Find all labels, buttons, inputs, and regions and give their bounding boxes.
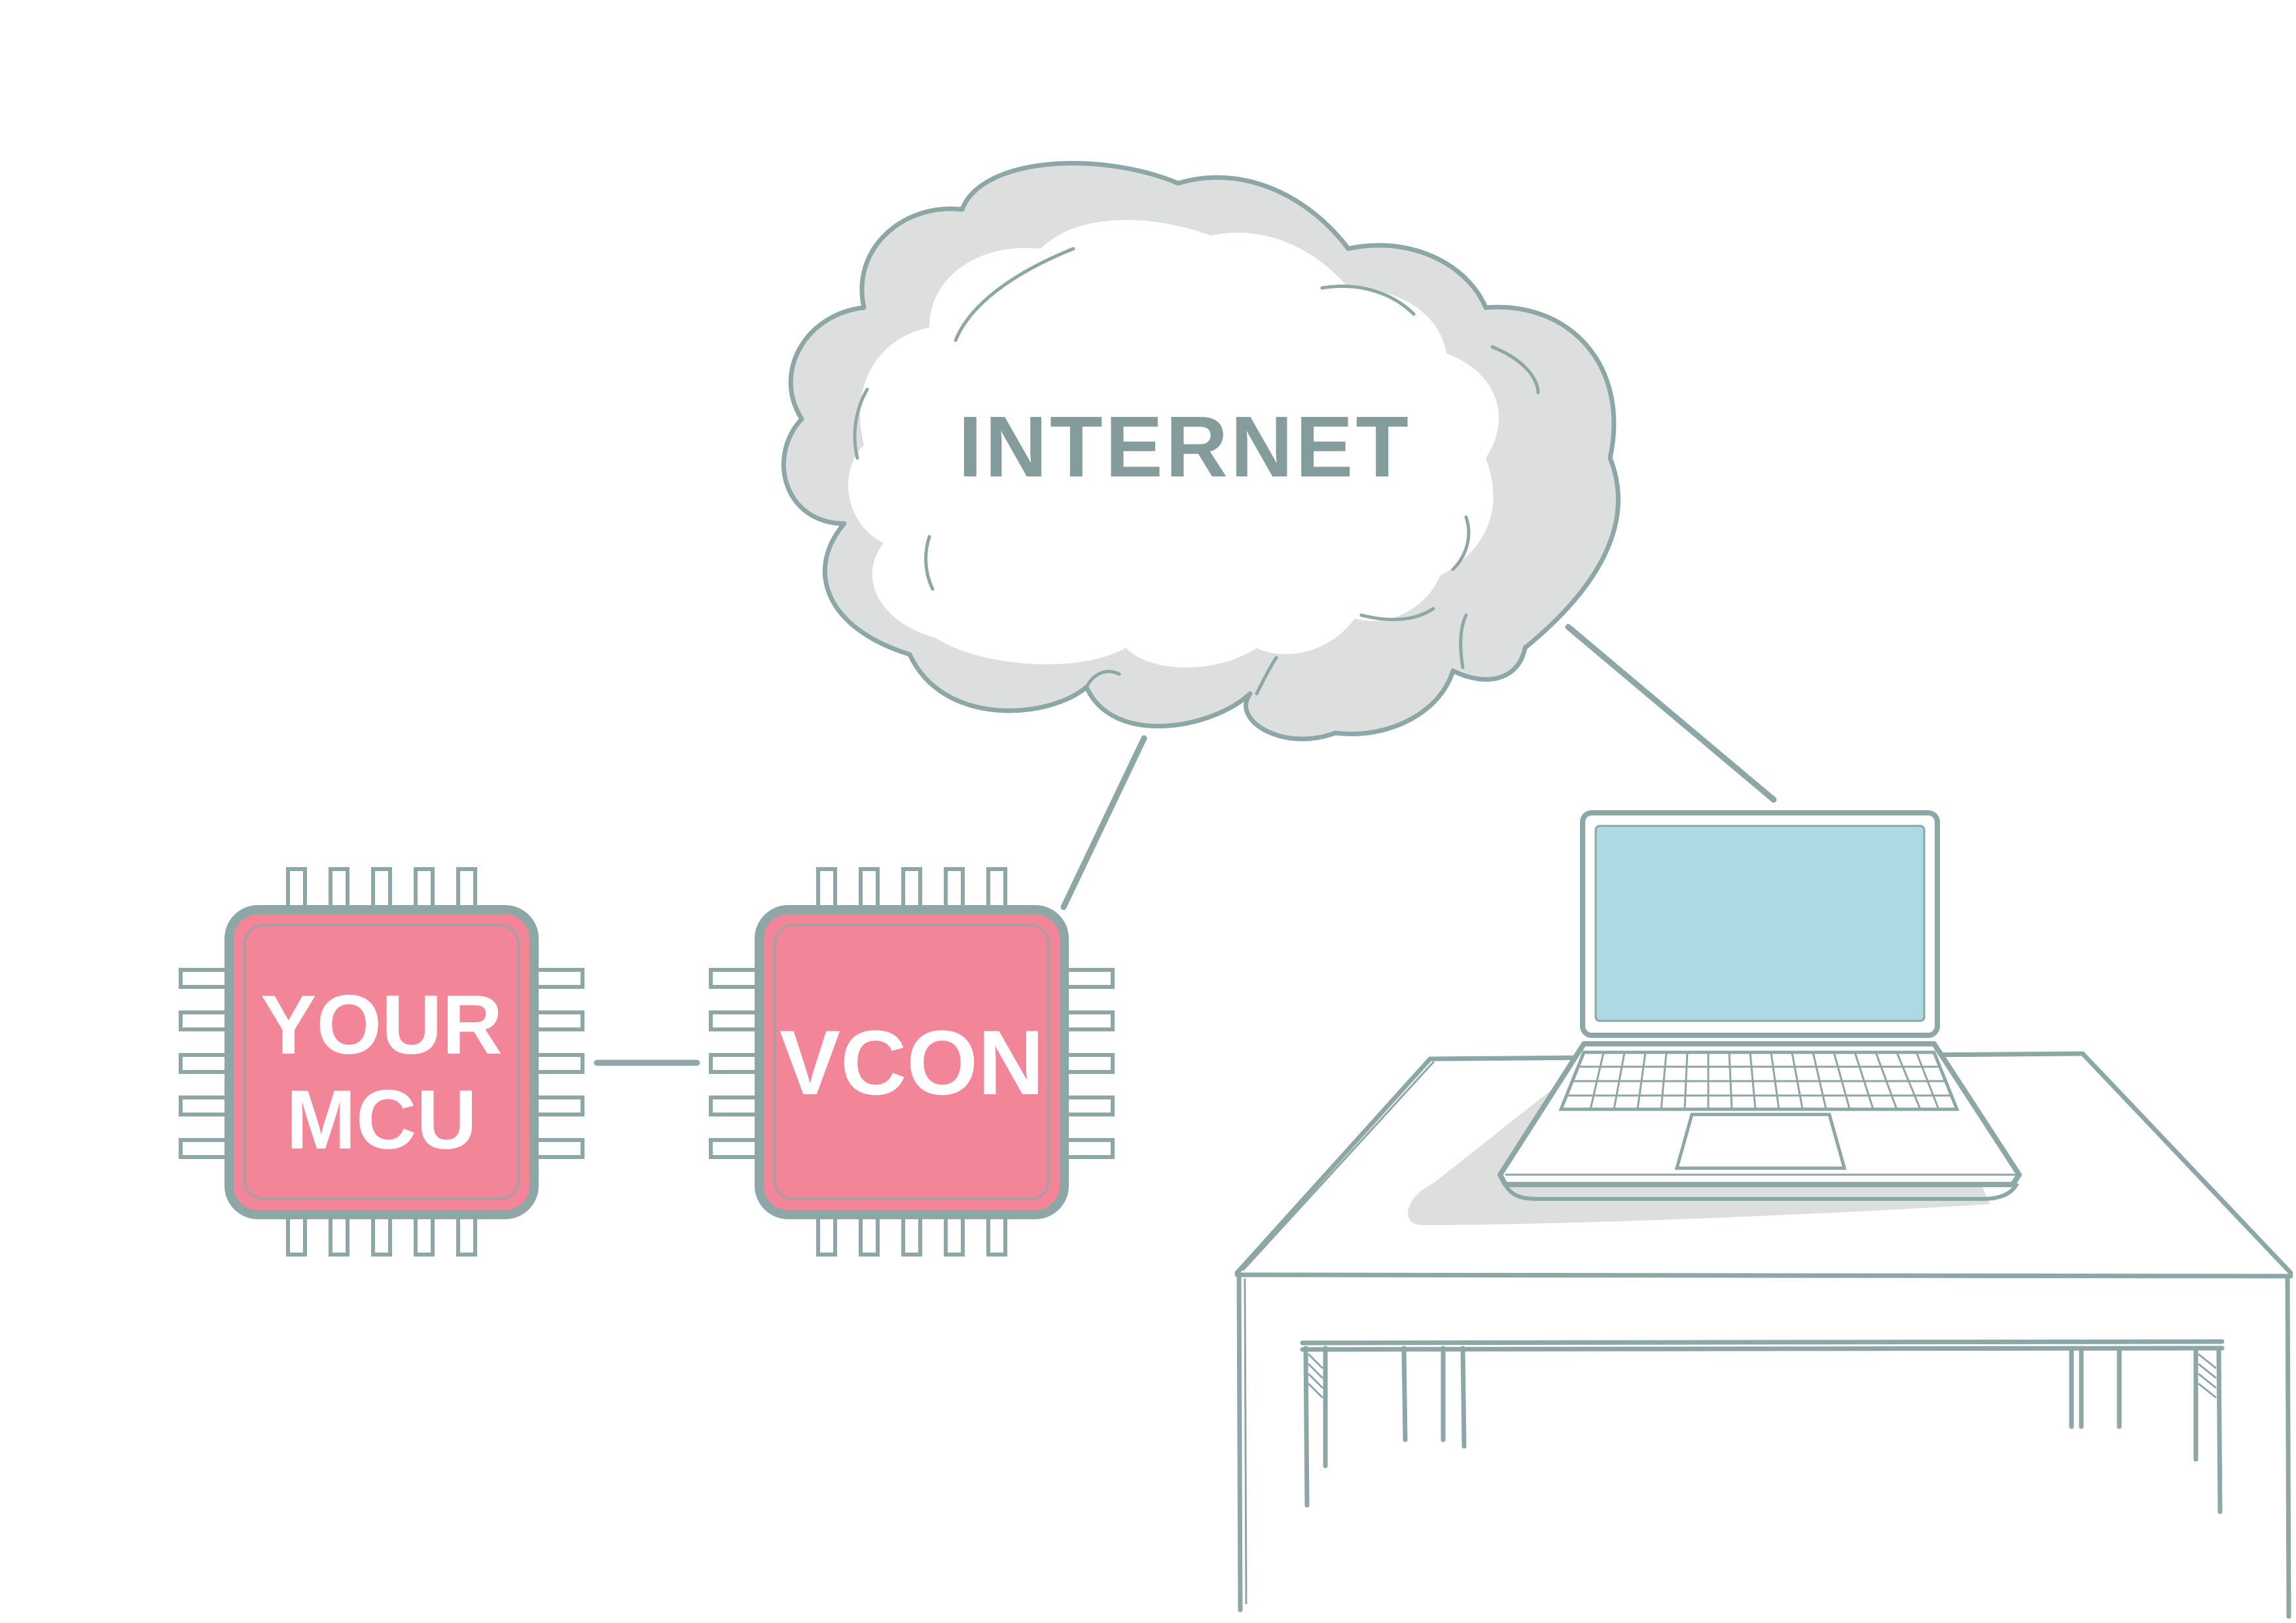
desk-leg-left — [1236, 1274, 1243, 1613]
chip-label-line-1: VCON — [780, 1011, 1044, 1114]
chip-label-line-1: YOUR — [260, 978, 503, 1072]
chip-body — [755, 905, 1069, 1219]
laptop — [1498, 810, 2022, 1201]
desk-hatching — [1308, 1353, 2217, 1399]
link-vcon-cloud — [1060, 735, 1147, 910]
cloud-label: INTERNET — [958, 399, 1411, 495]
chip-body — [224, 905, 539, 1219]
desk-front-edge — [1234, 1272, 2293, 1279]
chip-inner-border — [774, 924, 1050, 1200]
chip-your-mcu: YOUR MCU — [179, 867, 584, 1257]
desk-leg-right — [2285, 1274, 2291, 1619]
laptop-screen — [1594, 825, 1926, 1022]
cloud-sketch-strokes — [853, 247, 1540, 696]
desk-frame — [1300, 1339, 2225, 1352]
laptop-touchpad — [1674, 1113, 1847, 1170]
cloud-highlight — [848, 220, 1499, 668]
link-cloud-laptop — [1565, 624, 1777, 803]
chip-label-line-2: MCU — [286, 1073, 477, 1167]
chip-inner-border — [243, 924, 520, 1200]
internet-cloud: INTERNET — [781, 160, 1621, 741]
chip-vcon: VCON — [709, 867, 1115, 1257]
connections — [594, 624, 1777, 1066]
laptop-keyboard — [1558, 1050, 1960, 1111]
